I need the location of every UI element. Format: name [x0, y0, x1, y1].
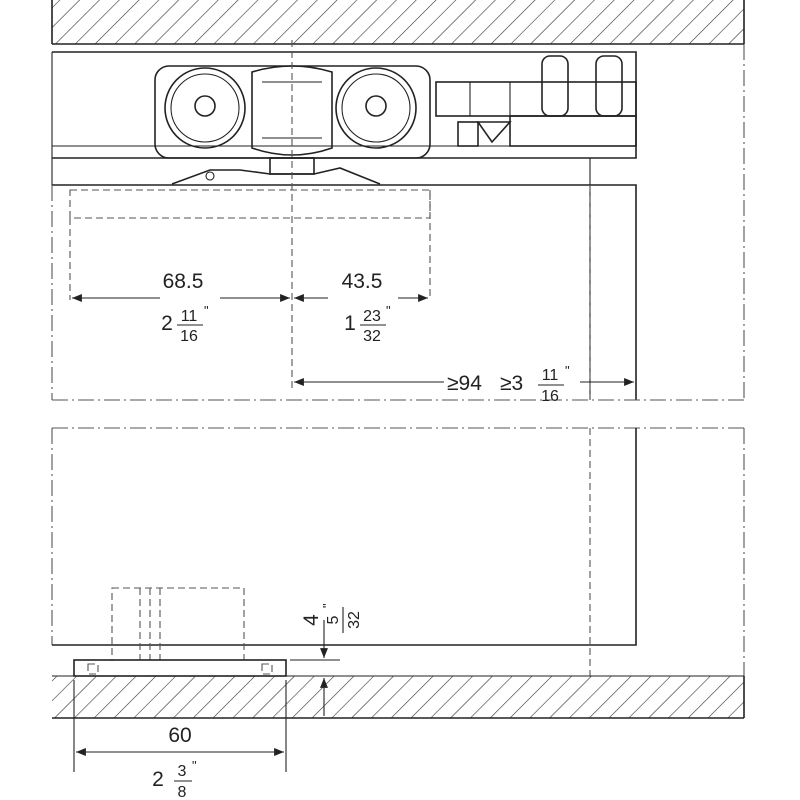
dimension-60: 60 2 3 8 " [73, 680, 287, 800]
dim-94-inch-mark: " [565, 363, 570, 378]
door-lower-section [51, 427, 745, 677]
roller-carriage [154, 65, 431, 185]
dim-43-5-inch-mark: " [386, 303, 391, 318]
dim-60-inch-mark: " [192, 758, 197, 773]
ceiling [51, 0, 745, 45]
dim-68-5-mm: 68.5 [163, 270, 204, 293]
dim-4-mm: 4 [300, 614, 323, 626]
door-upper-section [51, 40, 745, 401]
stopper-unit [435, 55, 637, 147]
dimension-min-94: ≥94 ≥3 11 16 " [294, 363, 634, 405]
dim-94-inch-den: 16 [541, 388, 559, 405]
dimension-68-5: 68.5 2 11 16 " [72, 270, 290, 345]
dimension-43-5: 43.5 1 23 32 " [294, 270, 428, 345]
floor-guide [73, 587, 287, 677]
dim-60-inch-num: 3 [178, 763, 187, 780]
dim-68-5-inch-num: 11 [181, 308, 198, 325]
dim-4-inch-den: 32 [346, 611, 363, 629]
dimension-4: 4 5 32 " [290, 603, 363, 716]
dim-68-5-inch-whole: 2 [161, 312, 173, 335]
dim-43-5-inch-den: 32 [363, 328, 381, 345]
dim-4-inch-mark: " [320, 603, 335, 608]
dim-60-inch-den: 8 [178, 784, 187, 800]
floor [52, 676, 745, 719]
dim-94-mm: ≥94 [447, 372, 482, 395]
dim-43-5-mm: 43.5 [342, 270, 383, 293]
dim-43-5-inch-whole: 1 [344, 312, 356, 335]
dim-4-inch-num: 5 [325, 615, 342, 624]
dim-43-5-inch-num: 23 [363, 308, 381, 325]
dim-68-5-inch-den: 16 [180, 328, 198, 345]
dim-60-mm: 60 [168, 724, 191, 747]
dim-60-inch-whole: 2 [152, 768, 164, 791]
dim-94-inch-prefix: ≥3 [500, 372, 523, 395]
dim-68-5-inch-mark: " [204, 303, 209, 318]
dim-94-inch-num: 11 [542, 367, 559, 384]
